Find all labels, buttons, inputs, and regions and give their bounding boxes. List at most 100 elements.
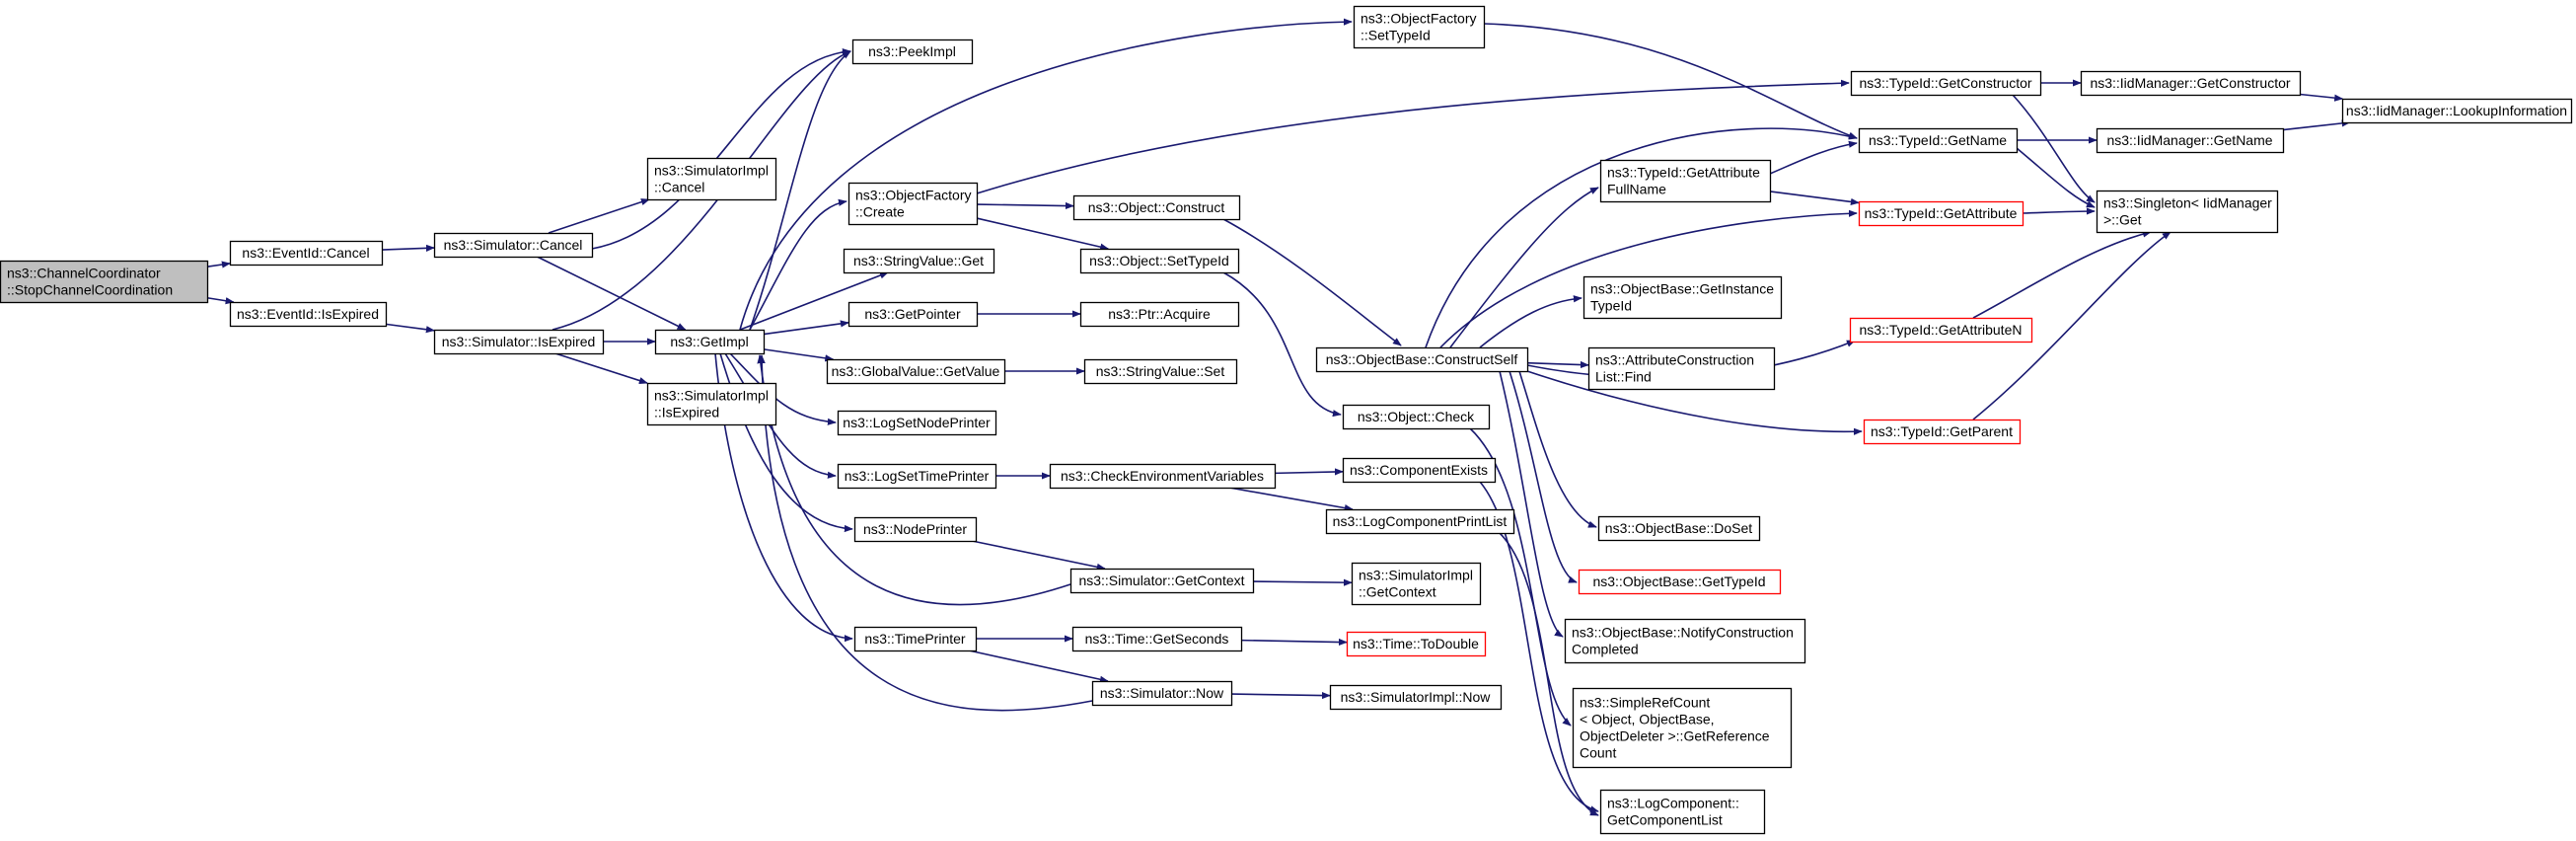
node-box <box>1079 248 1240 274</box>
node-objectbase-constructself[interactable]: ns3::ObjectBase::ConstructSelf <box>1315 346 1529 373</box>
node-label: ns3::TimePrinter <box>864 631 966 647</box>
node-label: Completed <box>1572 642 1639 657</box>
node-label: ns3::Object::Construct <box>1088 199 1225 215</box>
node-box <box>1564 618 1806 664</box>
node-iidmanager-getname[interactable]: ns3::IidManager::GetName <box>2096 127 2285 154</box>
node-stringvalue-set[interactable]: ns3::StringValue::Set <box>1083 358 1238 385</box>
node-objectbase-gettypeid[interactable]: ns3::ObjectBase::GetTypeId <box>1578 569 1782 595</box>
node-box <box>1069 568 1255 594</box>
node-label: ns3::NodePrinter <box>863 521 967 537</box>
node-label: ns3::Simulator::Cancel <box>444 237 583 253</box>
node-box <box>1582 275 1783 320</box>
edges-layer <box>206 18 2351 816</box>
nodes-layer: ns3::ChannelCoordinator::StopChannelCoor… <box>0 5 2573 835</box>
node-label: ns3::ObjectBase::GetTypeId <box>1592 573 1765 589</box>
node-getimpl[interactable]: ns3::GetImpl <box>654 329 766 355</box>
node-label: ns3::PeekImpl <box>868 43 956 59</box>
node-label: ns3::TypeId::GetParent <box>1871 423 2013 439</box>
edge-getimpl-to-stringvalue_get <box>739 271 889 331</box>
node-box <box>1587 346 1776 391</box>
node-simulator-now[interactable]: ns3::Simulator::Now <box>1091 680 1233 707</box>
node-ptr-acquire[interactable]: ns3::Ptr::Acquire <box>1079 301 1240 328</box>
node-simulatorimpl-cancel[interactable]: ns3::SimulatorImpl::Cancel <box>646 157 777 201</box>
edge-typeid_getattributen-to-singleton_get <box>1972 230 2152 319</box>
edge-typeid_getconstructor-to-singleton_get <box>2012 94 2096 203</box>
node-objectbase-notifyconstructioncompleted[interactable]: ns3::ObjectBase::NotifyConstructionCompl… <box>1564 618 1806 664</box>
node-time-todouble[interactable]: ns3::Time::ToDouble <box>1346 631 1487 657</box>
node-label: ns3::StringValue::Get <box>853 253 984 268</box>
node-objectfactory-settypeid[interactable]: ns3::ObjectFactory::SetTypeId <box>1353 5 1486 49</box>
node-box <box>1072 194 1241 221</box>
node-box <box>1597 515 1761 542</box>
node-logsettimeprinter[interactable]: ns3::LogSetTimePrinter <box>837 463 997 490</box>
node-box <box>1578 569 1782 595</box>
node-label: ns3::TypeId::GetName <box>1869 132 2007 148</box>
node-label: ns3::Time::ToDouble <box>1353 636 1479 651</box>
node-root[interactable]: ns3::ChannelCoordinator::StopChannelCoor… <box>0 260 209 304</box>
node-object-check[interactable]: ns3::Object::Check <box>1342 404 1491 430</box>
node-label: ns3::GetImpl <box>670 334 748 349</box>
node-simulatorimpl-getcontext[interactable]: ns3::SimulatorImpl::GetContext <box>1351 562 1482 606</box>
edge-objectbase_constructself-to-objectbase_notifyconstructioncompleted <box>1499 370 1564 638</box>
node-iidmanager-lookupinformation[interactable]: ns3::IidManager::LookupInformation <box>2341 98 2573 124</box>
node-componentexists[interactable]: ns3::ComponentExists <box>1342 457 1497 484</box>
node-box <box>1342 404 1491 430</box>
edge-typeid_getattributefullname-to-typeid_getname <box>1769 140 1858 175</box>
node-timeprinter[interactable]: ns3::TimePrinter <box>853 626 978 652</box>
node-typeid-getconstructor[interactable]: ns3::TypeId::GetConstructor <box>1850 70 2042 97</box>
node-simplerefcount-getreferencecount[interactable]: ns3::SimpleRefCount< Object, ObjectBase,… <box>1572 687 1793 769</box>
node-logsetnodeprinter[interactable]: ns3::LogSetNodePrinter <box>837 410 997 436</box>
node-getpointer[interactable]: ns3::GetPointer <box>847 301 979 328</box>
node-typeid-getname[interactable]: ns3::TypeId::GetName <box>1858 127 2019 154</box>
node-objectfactory-create[interactable]: ns3::ObjectFactory::Create <box>847 182 979 226</box>
node-time-getseconds[interactable]: ns3::Time::GetSeconds <box>1071 626 1243 652</box>
node-iidmanager-getconstructor[interactable]: ns3::IidManager::GetConstructor <box>2080 70 2302 97</box>
node-simulatorimpl-isexpired[interactable]: ns3::SimulatorImpl::IsExpired <box>646 382 777 426</box>
node-label: ns3::Ptr::Acquire <box>1108 306 1211 322</box>
node-box <box>2080 70 2302 97</box>
node-checkenvvars[interactable]: ns3::CheckEnvironmentVariables <box>1049 463 1277 490</box>
node-nodeprinter[interactable]: ns3::NodePrinter <box>853 516 978 543</box>
node-simulator-cancel[interactable]: ns3::Simulator::Cancel <box>433 232 594 259</box>
node-label: ns3::LogSetNodePrinter <box>843 415 991 430</box>
node-label: ns3::SimulatorImpl <box>654 388 769 404</box>
node-box <box>646 157 777 201</box>
node-simulator-getcontext[interactable]: ns3::Simulator::GetContext <box>1069 568 1255 594</box>
node-logcomponent-getcomponentlist[interactable]: ns3::LogComponent::GetComponentList <box>1599 789 1766 835</box>
edge-simulator_getcontext-to-getimpl <box>757 354 1071 606</box>
edge-objectbase_constructself-to-objectbase_getinstancetypeid <box>1479 295 1582 348</box>
node-objectbase-doset[interactable]: ns3::ObjectBase::DoSet <box>1597 515 1761 542</box>
node-object-construct[interactable]: ns3::Object::Construct <box>1072 194 1241 221</box>
node-simulatorimpl-now[interactable]: ns3::SimulatorImpl::Now <box>1329 684 1503 711</box>
node-eventid-isexpired[interactable]: ns3::EventId::IsExpired <box>229 301 388 328</box>
node-stringvalue-get[interactable]: ns3::StringValue::Get <box>843 248 995 274</box>
node-eventid-cancel[interactable]: ns3::EventId::Cancel <box>229 240 384 267</box>
node-box <box>1325 508 1515 535</box>
node-box <box>229 301 388 328</box>
node-box <box>1049 463 1277 490</box>
edge-timeprinter-to-simulator_now <box>968 650 1109 683</box>
edge-iidmanager_getconstructor-to-iidmanager_lookupinformation <box>2299 93 2344 102</box>
node-label: ns3::TypeId::GetAttribute <box>1865 205 2018 221</box>
node-typeid-getparent[interactable]: ns3::TypeId::GetParent <box>1863 419 2022 445</box>
node-label: ns3::LogComponent:: <box>1607 796 1739 811</box>
node-peekimpl[interactable]: ns3::PeekImpl <box>851 38 974 65</box>
node-label: ns3::Object::SetTypeId <box>1089 253 1229 268</box>
node-label: TypeId <box>1590 298 1632 314</box>
edge-getimpl-to-peekimpl <box>749 50 851 331</box>
node-logcomponentprintlist[interactable]: ns3::LogComponentPrintList <box>1325 508 1515 535</box>
node-object-settypeid[interactable]: ns3::Object::SetTypeId <box>1079 248 1240 274</box>
node-singleton-get[interactable]: ns3::Singleton< IidManager>::Get <box>2096 190 2279 234</box>
node-typeid-getattribute[interactable]: ns3::TypeId::GetAttribute <box>1858 200 2024 227</box>
node-simulator-isexpired[interactable]: ns3::Simulator::IsExpired <box>433 329 605 355</box>
node-globalvalue-getvalue[interactable]: ns3::GlobalValue::GetValue <box>826 358 1006 385</box>
node-label: ns3::ObjectBase::GetInstance <box>1590 281 1774 297</box>
edge-typeid_getattributefullname-to-typeid_getattribute <box>1769 191 1860 205</box>
node-box <box>2341 98 2573 124</box>
node-typeid-getattributen[interactable]: ns3::TypeId::GetAttributeN <box>1849 317 2033 344</box>
edge-checkenvvars-to-logcomponentprintlist <box>1228 487 1354 512</box>
edge-getimpl-to-objectfactory_create <box>749 198 847 331</box>
